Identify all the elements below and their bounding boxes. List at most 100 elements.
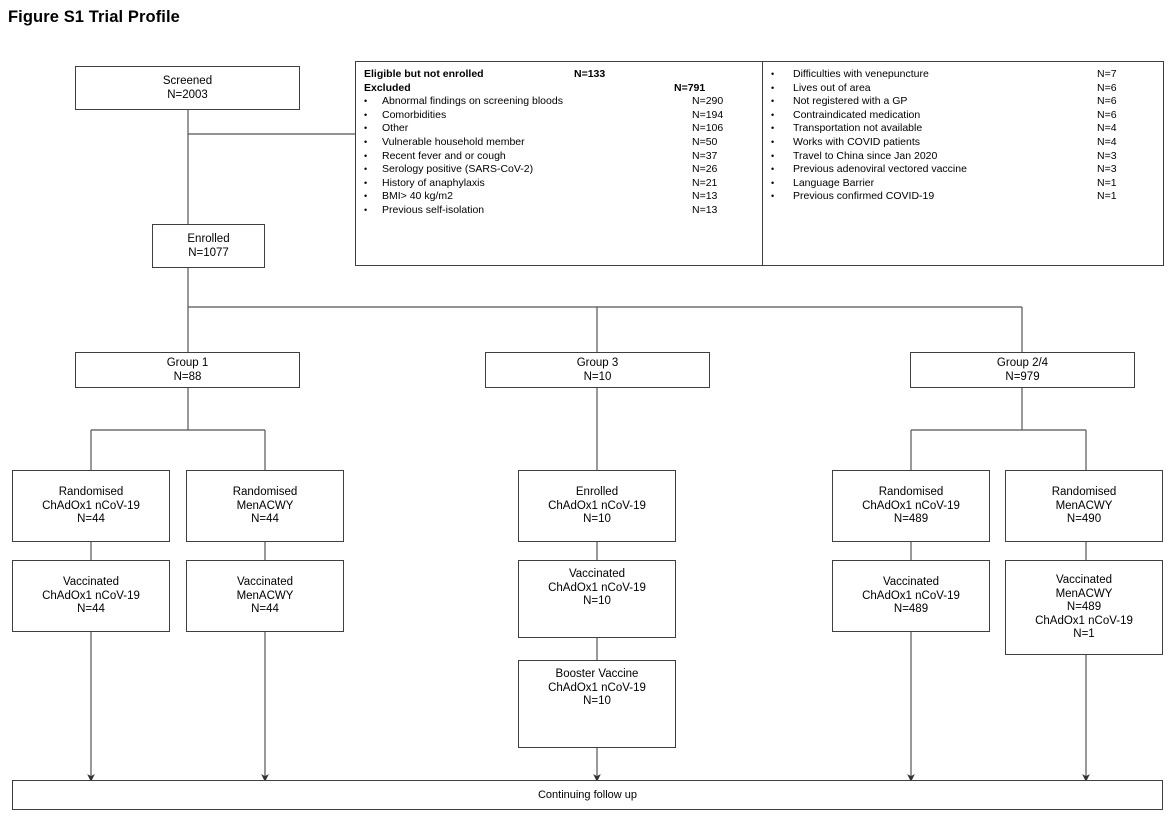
exclusion-right-item-label: Language Barrier [793, 176, 875, 189]
exclusion-right-item-label: Travel to China since Jan 2020 [793, 149, 938, 162]
bullet-icon: • [771, 69, 775, 79]
exclusion-left-item-count: N=50 [692, 135, 718, 148]
page-title: Figure S1 Trial Profile [8, 8, 180, 26]
node-g3-booster-chadox1: Booster Vaccine ChAdOx1 nCoV-19 N=10 [518, 660, 676, 748]
exclusion-left-item-count: N=106 [692, 122, 724, 135]
bullet-icon: • [364, 96, 368, 107]
exclusions-excluded-count: N=791 [674, 81, 706, 94]
node-g3-enrolled-chadox1-line-2: N=10 [583, 513, 611, 526]
exclusion-left-item-count: N=13 [692, 203, 718, 216]
node-g1-vaccinated-chadox1-line-2: N=44 [77, 603, 105, 616]
node-g3-vaccinated-chadox1-line-2: N=10 [583, 595, 611, 607]
exclusion-left-item-label: BMI> 40 kg/m2 [382, 190, 453, 203]
bullet-icon: • [364, 150, 368, 161]
node-g24-vaccinated-menacwy-line-0: Vaccinated [1055, 574, 1113, 587]
node-g3-booster-chadox1-line-2: N=10 [583, 695, 611, 707]
bullet-icon: • [364, 164, 368, 175]
node-enrolled: Enrolled N=1077 [152, 224, 265, 268]
node-g1-vaccinated-chadox1-line-1: ChAdOx1 nCoV-19 [42, 589, 140, 602]
exclusions-left-column: Eligible but not enrolled N=133 Excluded… [356, 62, 763, 265]
bullet-icon: • [364, 204, 368, 215]
exclusion-left-item: •Serology positive (SARS-CoV-2)N=26 [364, 163, 754, 177]
node-g1-randomised-chadox1-line-2: N=44 [77, 513, 105, 526]
node-group-2-4: Group 2/4 N=979 [910, 352, 1135, 388]
bullet-icon: • [771, 82, 775, 93]
node-g24-vaccinated-menacwy: Vaccinated MenACWY N=489 ChAdOx1 nCoV-19… [1005, 560, 1163, 655]
bullet-icon: • [771, 164, 775, 175]
node-g1-randomised-chadox1-line-1: ChAdOx1 nCoV-19 [42, 499, 140, 512]
node-g1-randomised-menacwy-line-2: N=44 [251, 513, 279, 526]
node-g24-vaccinated-chadox1: Vaccinated ChAdOx1 nCoV-19 N=489 [832, 560, 990, 632]
node-g1-randomised-chadox1-line-0: Randomised [58, 486, 124, 499]
node-g24-vaccinated-menacwy-line-2: N=489 [1066, 601, 1102, 614]
exclusions-excluded-label: Excluded [364, 81, 411, 94]
node-group-1-line-1: N=88 [173, 370, 202, 383]
bullet-icon: • [364, 136, 368, 147]
exclusion-right-item-count: N=1 [1097, 190, 1117, 203]
exclusion-right-item: • Not registered with a GP N=6 [771, 95, 1155, 109]
bullet-icon: • [771, 136, 775, 147]
exclusion-right-item-count: N=6 [1097, 108, 1117, 121]
node-screened: Screened N=2003 [75, 66, 300, 110]
exclusion-right-item-label: Previous confirmed COVID-19 [793, 190, 935, 203]
node-g3-vaccinated-chadox1: Vaccinated ChAdOx1 nCoV-19 N=10 [518, 560, 676, 638]
node-group-1: Group 1 N=88 [75, 352, 300, 388]
node-g24-vaccinated-chadox1-line-2: N=489 [893, 603, 929, 616]
exclusion-right-item-count: N=3 [1097, 149, 1117, 162]
node-screened-line-0: Screened [162, 75, 213, 87]
exclusion-right-item-count: N=6 [1097, 95, 1117, 108]
node-g1-vaccinated-menacwy-line-2: N=44 [251, 603, 279, 616]
continuing-follow-up-bar: Continuing follow up [12, 780, 1163, 810]
node-g1-randomised-menacwy: Randomised MenACWY N=44 [186, 470, 344, 542]
node-g3-booster-chadox1-line-0: Booster Vaccine [555, 668, 639, 680]
exclusions-eligible-heading: Eligible but not enrolled N=133 [364, 68, 754, 82]
node-g3-vaccinated-chadox1-line-1: ChAdOx1 nCoV-19 [548, 581, 646, 594]
exclusion-left-item-label: Recent fever and or cough [382, 149, 506, 162]
exclusion-right-item-label: Difficulties with venepuncture [793, 68, 929, 80]
exclusion-left-item-label: Comorbidities [382, 108, 447, 121]
exclusion-left-item-count: N=21 [692, 176, 718, 189]
exclusions-eligible-count: N=133 [574, 68, 606, 80]
bullet-icon: • [771, 123, 775, 134]
exclusion-right-item-label: Not registered with a GP [793, 95, 908, 108]
node-g1-vaccinated-menacwy-line-1: MenACWY [236, 589, 294, 602]
bullet-icon: • [771, 96, 775, 107]
bullet-icon: • [364, 123, 368, 134]
node-group-3-line-1: N=10 [583, 370, 612, 383]
continuing-follow-up-label: Continuing follow up [537, 789, 638, 801]
node-g24-randomised-menacwy: Randomised MenACWY N=490 [1005, 470, 1163, 542]
exclusions-eligible-label: Eligible but not enrolled [364, 68, 484, 80]
exclusions-heading-spacer [664, 82, 674, 96]
exclusion-left-item: • History of anaphylaxis N=21 [364, 177, 754, 191]
node-g1-vaccinated-chadox1-line-0: Vaccinated [62, 576, 120, 589]
bullet-icon: • [364, 109, 368, 120]
exclusion-left-item-label: Previous self-isolation [382, 203, 485, 216]
bullet-icon: • [364, 177, 368, 188]
node-g3-enrolled-chadox1-line-0: Enrolled [575, 486, 619, 499]
node-group-1-line-0: Group 1 [166, 357, 209, 369]
node-g24-randomised-chadox1-line-2: N=489 [893, 513, 929, 526]
node-screened-line-1: N=2003 [167, 88, 208, 101]
exclusion-left-item-label: Serology positive (SARS-CoV-2) [382, 163, 534, 176]
exclusion-left-item-label: Other [382, 122, 409, 135]
node-g1-randomised-menacwy-line-0: Randomised [232, 486, 298, 499]
node-g1-randomised-menacwy-line-1: MenACWY [236, 499, 294, 512]
exclusion-right-item-count: N=1 [1097, 176, 1117, 189]
exclusion-left-item: • Previous self-isolation N=13 [364, 204, 754, 218]
node-group-2-4-line-1: N=979 [1005, 370, 1040, 383]
exclusions-box: Eligible but not enrolled N=133 Excluded… [355, 61, 1164, 266]
exclusion-left-item-label: History of anaphylaxis [382, 176, 485, 189]
node-g24-vaccinated-menacwy-line-3: ChAdOx1 nCoV-19 [1035, 614, 1133, 627]
node-g24-randomised-menacwy-line-1: MenACWY [1055, 499, 1113, 512]
exclusion-left-item-label: Abnormal findings on screening bloods [382, 95, 563, 108]
bullet-icon: • [771, 191, 775, 202]
exclusion-right-item-label: Lives out of area [793, 81, 871, 94]
